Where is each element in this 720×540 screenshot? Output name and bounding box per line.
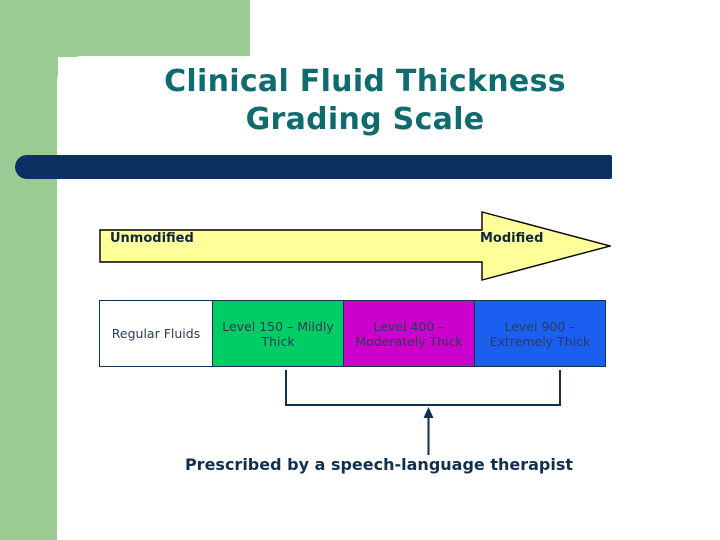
- slide-title-line-2: Grading Scale: [245, 102, 485, 137]
- slide-title-line-1: Clinical Fluid Thickness: [164, 64, 566, 99]
- grade-cell-label: Level 400 – Moderately Thick: [355, 318, 463, 349]
- decorative-navy-bar: [15, 155, 612, 179]
- slide-content-card: [57, 56, 720, 540]
- grade-cell-label: Level 900 – Extremely Thick: [489, 318, 591, 349]
- continuum-label-unmodified: Unmodified: [110, 231, 194, 246]
- decorative-green-top-block: [0, 0, 250, 57]
- grade-cell-label: Regular Fluids: [111, 326, 201, 341]
- bracket-shape: [285, 370, 561, 406]
- slide-title: Clinical Fluid Thickness Grading Scale: [100, 63, 630, 139]
- caption-text: Prescribed by a speech-language therapis…: [184, 455, 574, 474]
- continuum-arrow-shape: [99, 211, 611, 281]
- decorative-green-left-strip: [0, 0, 58, 540]
- grades-grouping-bracket: [284, 369, 562, 407]
- grade-cell-label: Level 150 – Mildly Thick: [222, 318, 334, 349]
- continuum-arrow: [99, 208, 611, 283]
- grade-cell-level-900[interactable]: Level 900 – Extremely Thick: [475, 301, 605, 366]
- grade-cell-level-150[interactable]: Level 150 – Mildly Thick: [213, 301, 344, 366]
- grading-scale-table: Regular Fluids Level 150 – Mildly Thick …: [99, 300, 606, 367]
- grade-cell-regular-fluids[interactable]: Regular Fluids: [100, 301, 213, 366]
- continuum-label-modified: Modified: [480, 231, 544, 246]
- caption-pointer-arrow-icon: [415, 405, 443, 455]
- grade-cell-level-400[interactable]: Level 400 – Moderately Thick: [344, 301, 475, 366]
